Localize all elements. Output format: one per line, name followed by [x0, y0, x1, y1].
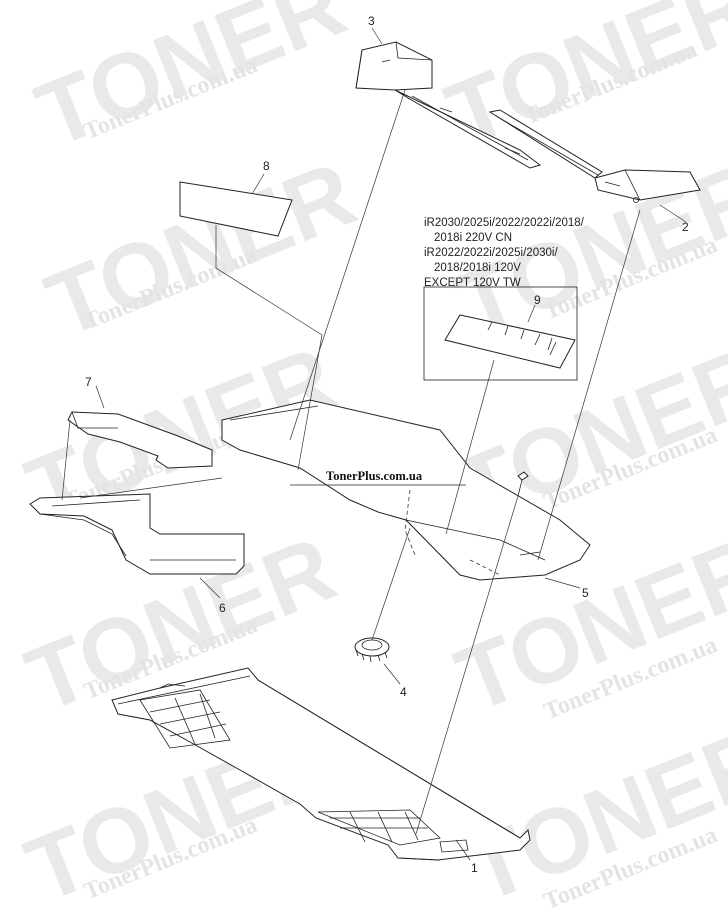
callout-4: 4: [400, 685, 407, 699]
part-7-plate: [67, 411, 213, 469]
applicability-note: iR2030/2025i/2022/2022i/2018/ 2018i 220V…: [424, 217, 585, 289]
part-5-tray-cover: [221, 399, 591, 581]
note-line-2: 2018i 220V CN: [434, 232, 512, 244]
callout-5: 5: [582, 586, 589, 600]
note-line-5: EXCEPT 120V TW: [424, 277, 521, 289]
part-6-frame: [29, 493, 245, 575]
note-line-1: iR2030/2025i/2022/2022i/2018/: [424, 217, 585, 229]
leader-lines: [61, 27, 687, 861]
part-1-base-tray: [111, 667, 531, 861]
part-3-side-guide: [355, 41, 542, 169]
part-9-scale-label: [444, 314, 576, 369]
note-line-4: 2018/2018i 120V: [434, 262, 521, 274]
note-box: [423, 286, 578, 381]
callout-7: 7: [85, 375, 92, 389]
part-8-label: [179, 181, 293, 237]
callout-2: 2: [682, 220, 689, 234]
screw: [517, 471, 529, 497]
center-label: TonerPlus.com.ua: [326, 469, 423, 483]
callout-1: 1: [471, 861, 478, 875]
watermark-brand: TONER: [33, 143, 368, 358]
part-2-side-guide: [488, 109, 701, 203]
callout-3: 3: [368, 14, 375, 28]
callout-6: 6: [219, 601, 226, 615]
callouts: 3 8 2 9 7 5 6 4 1: [85, 14, 689, 875]
callout-9: 9: [534, 293, 541, 307]
callout-8: 8: [263, 159, 270, 173]
part-4-gear: [354, 637, 390, 663]
center-label-group: TonerPlus.com.ua: [290, 469, 466, 486]
note-line-3: iR2022/2022i/2025i/2030i/: [424, 247, 558, 259]
